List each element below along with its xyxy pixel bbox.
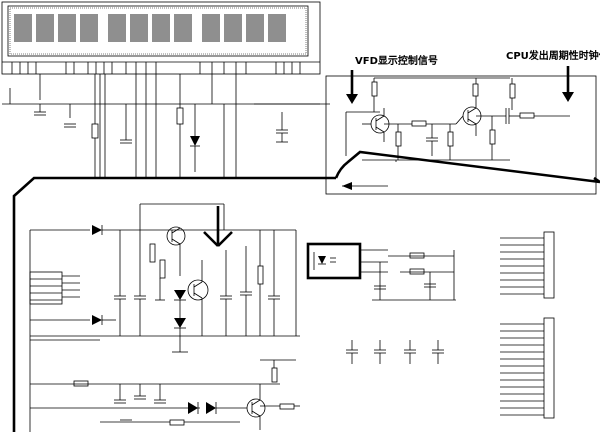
zener-diodes: [172, 290, 188, 353]
power-supply-circuit: [29, 203, 300, 432]
optocoupler-circuit: [306, 242, 456, 301]
connector-right-top: [500, 231, 555, 299]
vfd-display-module: [1, 1, 321, 75]
decoupling-capacitors: [346, 340, 444, 364]
capacitor-c2: [505, 108, 510, 124]
vfd-interface-circuit: [2, 74, 330, 178]
electrolytic-cap-bank: [114, 230, 166, 336]
connector-cn2: [29, 271, 80, 305]
callout-arrow-cpu: [562, 66, 574, 102]
vfd-dot-matrix: [14, 14, 286, 42]
vfd-signal-callout: VFD显示控制信号: [355, 54, 438, 67]
ground-marker: [342, 182, 388, 190]
transistor-regulator-q1: [166, 226, 186, 246]
transistor-regulator-q2: [187, 279, 209, 301]
transistor-driver-panel: VFD显示控制信号 CPU发出周期性时钟信号: [325, 49, 600, 195]
lower-supply-circuit: [30, 359, 300, 430]
capacitor-c1: [426, 124, 438, 156]
thick-signal-bus: [12, 150, 600, 432]
cpu-signal-callout: CPU发出周期性时钟信号: [506, 49, 600, 62]
callout-arrow-vfd: [346, 70, 358, 104]
callout-arrow-power: [203, 206, 233, 247]
vfd-pins: [11, 62, 301, 74]
transistor-q-lower: [246, 398, 266, 418]
connector-right-bottom: [500, 317, 555, 419]
